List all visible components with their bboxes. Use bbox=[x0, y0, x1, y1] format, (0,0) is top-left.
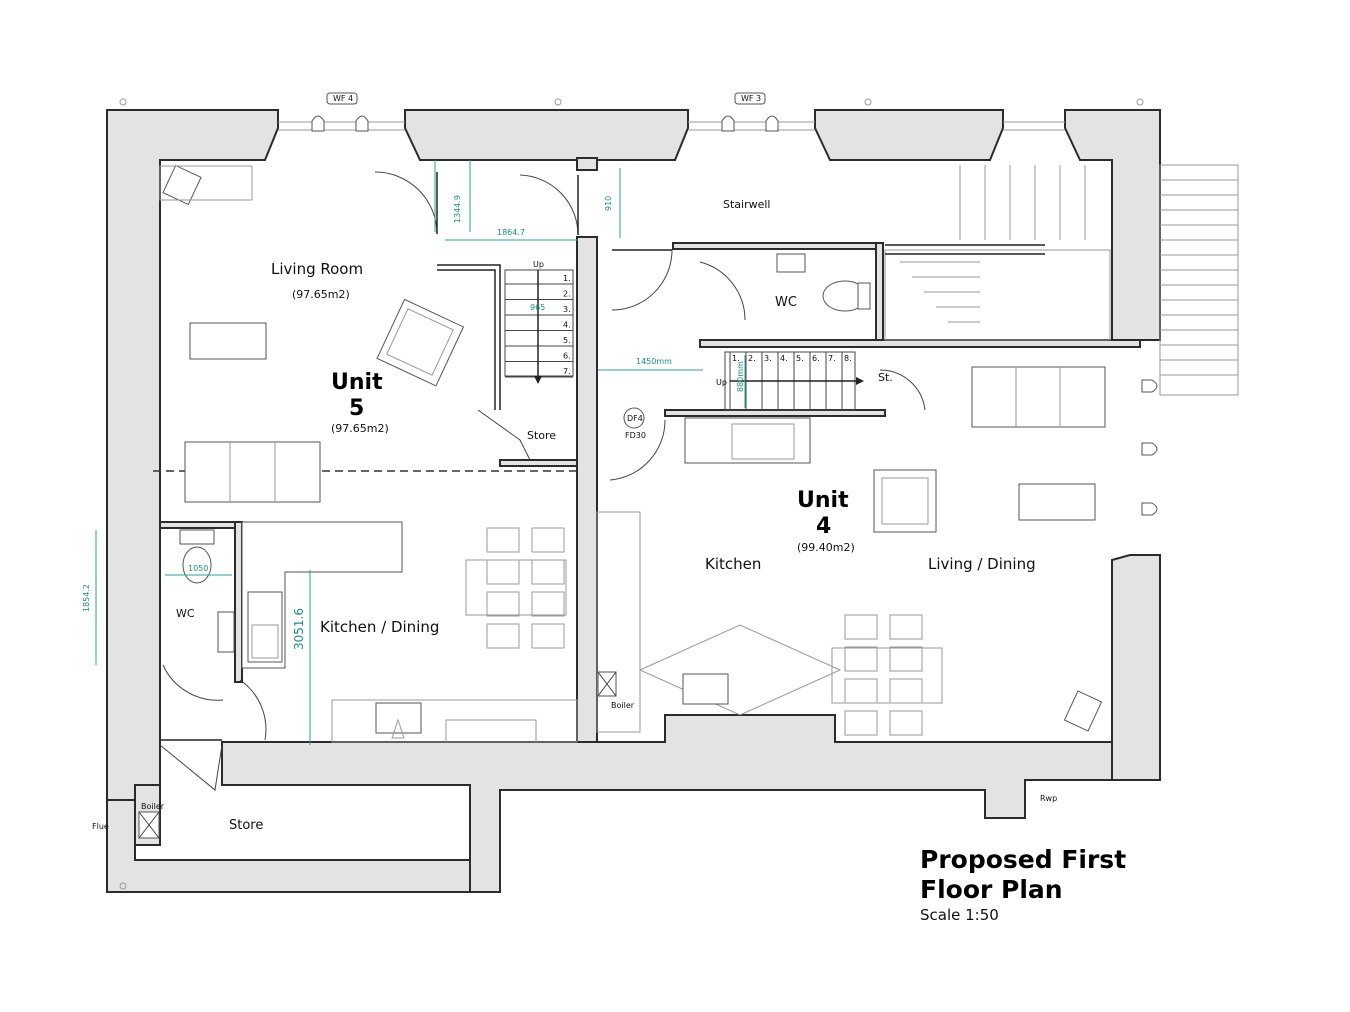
windows bbox=[119, 98, 1158, 890]
dining-table bbox=[831, 647, 943, 704]
unit4-label: Unit bbox=[797, 488, 849, 513]
dining-chair bbox=[486, 559, 520, 585]
unit5-area: (97.65m2) bbox=[331, 422, 389, 435]
dining-chair bbox=[486, 591, 520, 617]
unit5-number: 5 bbox=[349, 396, 364, 421]
dining-chair bbox=[531, 527, 565, 553]
unit5-label: Unit bbox=[331, 370, 383, 395]
stair-number-u5: 3. bbox=[563, 305, 571, 314]
dining-chair bbox=[844, 678, 878, 704]
stair-number-u4: 1. bbox=[732, 354, 740, 363]
dim-3051: 3051.6 bbox=[292, 608, 306, 650]
stair-number-u4: 2. bbox=[748, 354, 756, 363]
label-df4: DF4 bbox=[627, 414, 643, 423]
label-kitchen-u4: Kitchen bbox=[705, 555, 761, 573]
dining-chair bbox=[844, 646, 878, 672]
room-labels: Living Room (97.65m2) Store WC Kitchen /… bbox=[92, 198, 1057, 833]
dining-chair bbox=[844, 710, 878, 736]
label-lower-store: Store bbox=[229, 818, 263, 833]
unit-markers: Unit 5 (97.65m2) Unit 4 (99.40m2) bbox=[331, 370, 855, 554]
label-flue: Flue bbox=[92, 822, 109, 831]
dim-1050: 1050 bbox=[188, 564, 208, 573]
label-rwp: Rwp bbox=[1040, 794, 1057, 803]
dim-1344: 1344.9 bbox=[453, 195, 462, 223]
stair-number-u5: 4. bbox=[563, 321, 571, 330]
dim-910: 910 bbox=[604, 196, 613, 211]
label-boiler-u4: Boiler bbox=[611, 701, 635, 710]
stair-number-u5: 7. bbox=[563, 367, 571, 376]
dim-1450: 1450mm bbox=[636, 357, 672, 366]
label-stairwell: Stairwell bbox=[723, 198, 771, 211]
stair-number-u4: 8. bbox=[844, 354, 852, 363]
plan-title-line1: Proposed First bbox=[920, 845, 1126, 874]
stairs bbox=[504, 164, 1239, 411]
dining-chair bbox=[486, 623, 520, 649]
interior-walls bbox=[153, 157, 1141, 743]
label-up-u4: Up bbox=[716, 378, 727, 387]
unit4-number: 4 bbox=[816, 514, 831, 539]
dining-chair bbox=[889, 646, 923, 672]
dining-chair bbox=[844, 614, 878, 640]
plan-title-line2: Floor Plan bbox=[920, 875, 1063, 904]
dimensions: 1344.9 1864.7 910 965 1450mm 880mm 1050 … bbox=[82, 160, 746, 745]
stair-number-u4: 3. bbox=[764, 354, 772, 363]
dining-chair bbox=[486, 527, 520, 553]
stair-number-u5: 5. bbox=[563, 336, 571, 345]
stair-number-u4: 6. bbox=[812, 354, 820, 363]
dim-1864: 1864.7 bbox=[497, 228, 525, 237]
stair-number-u5: 6. bbox=[563, 352, 571, 361]
label-up-u5: Up bbox=[533, 260, 544, 269]
dining-chair bbox=[531, 559, 565, 585]
dining-chair bbox=[531, 623, 565, 649]
label-living-dining-u4: Living / Dining bbox=[928, 555, 1036, 573]
stair-number-u4: 4. bbox=[780, 354, 788, 363]
dining-chair bbox=[889, 710, 923, 736]
stair-number-u5: 2. bbox=[563, 290, 571, 299]
dining-chair bbox=[889, 614, 923, 640]
label-wc-u5: WC bbox=[176, 607, 195, 620]
label-st: St. bbox=[878, 371, 893, 384]
tag-wf4: WF 4 bbox=[333, 94, 353, 103]
dim-965: 965 bbox=[530, 303, 545, 312]
doors bbox=[159, 171, 926, 791]
title-block: Proposed First Floor Plan Scale 1:50 bbox=[920, 845, 1126, 924]
label-wc-u4: WC bbox=[775, 295, 797, 310]
dining-chair bbox=[889, 678, 923, 704]
label-store-u5: Store bbox=[527, 429, 556, 442]
stair-number-u5: 1. bbox=[563, 274, 571, 283]
dining-table bbox=[465, 559, 567, 616]
stair-number-u4: 5. bbox=[796, 354, 804, 363]
tag-wf3: WF 3 bbox=[741, 94, 761, 103]
label-boiler-u5: Boiler bbox=[141, 802, 165, 811]
window-tags: WF 4 WF 3 bbox=[326, 92, 766, 105]
plan-scale: Scale 1:50 bbox=[920, 906, 999, 924]
dim-1854: 1854.2 bbox=[82, 584, 91, 612]
dining-chair bbox=[531, 591, 565, 617]
unit4-area: (99.40m2) bbox=[797, 541, 855, 554]
label-kitchen-dining: Kitchen / Dining bbox=[320, 618, 439, 636]
dim-880: 880mm bbox=[736, 361, 745, 392]
label-living-area: (97.65m2) bbox=[292, 288, 350, 301]
outer-walls bbox=[106, 109, 1161, 893]
furniture bbox=[138, 164, 1106, 839]
label-living-room: Living Room bbox=[271, 260, 363, 278]
stair-number-u4: 7. bbox=[828, 354, 836, 363]
label-fd30: FD30 bbox=[625, 431, 646, 440]
